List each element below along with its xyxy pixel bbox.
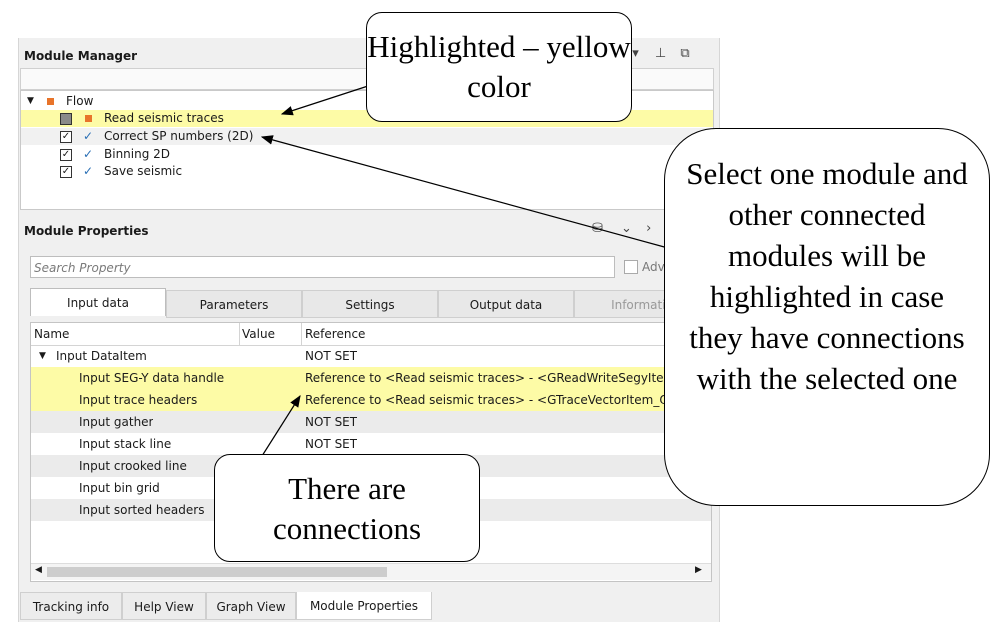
tab-help-view[interactable]: Help View	[122, 592, 206, 620]
advanced-label: Adv	[642, 260, 665, 274]
advanced-checkbox[interactable]	[624, 260, 638, 274]
flow-square-icon	[47, 98, 54, 105]
arrow-to-highlighted	[280, 85, 369, 116]
tab-settings[interactable]: Settings	[302, 290, 438, 318]
property-name: Input bin grid	[79, 481, 160, 495]
property-name: Input SEG-Y data handle	[79, 371, 225, 385]
horizontal-scrollbar[interactable]: ◀ ▶	[31, 563, 711, 580]
check-icon: ✓	[83, 129, 94, 143]
tree-item-label: Binning 2D	[104, 147, 171, 161]
group-reference: NOT SET	[305, 349, 358, 363]
column-header-reference[interactable]: Reference	[301, 323, 365, 345]
chevron-down-icon[interactable]: ⌄	[621, 221, 632, 236]
callout-highlighted: Highlighted – yellow color	[366, 12, 632, 122]
collapse-arrow-icon[interactable]: ▼	[27, 96, 34, 106]
scroll-right-icon[interactable]: ▶	[695, 565, 702, 575]
property-name: Input stack line	[79, 437, 172, 451]
tab-tracking-info[interactable]: Tracking info	[20, 592, 122, 620]
property-row-segy-handle[interactable]: Input SEG-Y data handle Reference to <Re…	[31, 367, 711, 389]
tree-item-correct-sp[interactable]: ✓ ✓ Correct SP numbers (2D)	[21, 128, 713, 145]
module-square-icon	[85, 115, 92, 122]
float-icon[interactable]: ⧉	[680, 46, 690, 61]
tree-item-label: Save seismic	[104, 164, 183, 178]
check-icon: ✓	[83, 147, 94, 161]
tree-item-label: Read seismic traces	[104, 111, 224, 125]
property-reference: NOT SET	[305, 437, 358, 451]
grid-header: Name Value Reference	[31, 323, 711, 346]
tree-root[interactable]: ▼ Flow	[21, 93, 713, 110]
column-header-value[interactable]: Value	[239, 323, 275, 345]
property-row-trace-headers[interactable]: Input trace headers Reference to <Read s…	[31, 389, 711, 411]
callout-select: Select one module and other connected mo…	[664, 128, 990, 506]
tab-parameters[interactable]: Parameters	[166, 290, 302, 318]
property-name: Input crooked line	[79, 459, 187, 473]
tab-graph-view[interactable]: Graph View	[206, 592, 296, 620]
collapse-arrow-icon[interactable]: ▼	[39, 351, 46, 361]
tree-root-label: Flow	[66, 94, 94, 108]
property-name: Input gather	[79, 415, 154, 429]
property-row-stack-line[interactable]: Input stack line NOT SET	[31, 433, 711, 455]
group-row[interactable]: ▼ Input DataItem NOT SET	[31, 345, 711, 367]
callout-connections: There are connections	[214, 454, 480, 562]
arrow-to-connections	[261, 394, 301, 457]
property-row-gather[interactable]: Input gather NOT SET	[31, 411, 711, 433]
property-row-bin-grid[interactable]: Input bin grid	[31, 477, 711, 499]
checkbox-checked[interactable]: ✓	[60, 131, 72, 143]
tree-item-label: Correct SP numbers (2D)	[104, 129, 254, 143]
checkbox-unchecked[interactable]	[60, 113, 72, 125]
property-name: Input trace headers	[79, 393, 198, 407]
search-property-input[interactable]: Search Property	[30, 256, 615, 278]
tab-output-data[interactable]: Output data	[438, 290, 574, 318]
property-grid: Name Value Reference ▼ Input DataItem NO…	[30, 322, 712, 582]
scroll-left-icon[interactable]: ◀	[35, 565, 42, 575]
property-reference: NOT SET	[305, 415, 358, 429]
check-icon: ✓	[83, 164, 94, 178]
chevron-right-icon[interactable]: ›	[646, 221, 652, 236]
property-reference: Reference to <Read seismic traces> - <GR…	[305, 371, 691, 385]
property-name: Input sorted headers	[79, 503, 205, 517]
tab-module-properties[interactable]: Module Properties	[296, 592, 432, 620]
tab-input-data[interactable]: Input data	[30, 288, 166, 316]
tree-item-binning[interactable]: ✓ ✓ Binning 2D	[21, 146, 713, 163]
module-properties-title: Module Properties	[24, 224, 149, 238]
tree-item-save-seismic[interactable]: ✓ ✓ Save seismic	[21, 163, 713, 180]
property-reference: Reference to <Read seismic traces> - <GT…	[305, 393, 685, 407]
group-name: Input DataItem	[56, 349, 147, 363]
pin-icon[interactable]: ⊥	[654, 46, 667, 61]
column-header-name[interactable]: Name	[34, 327, 70, 341]
module-manager-title: Module Manager	[24, 49, 138, 63]
checkbox-checked[interactable]: ✓	[60, 149, 72, 161]
arrow-to-selected-module	[260, 135, 669, 249]
checkbox-checked[interactable]: ✓	[60, 166, 72, 178]
scrollbar-thumb[interactable]	[47, 567, 387, 577]
